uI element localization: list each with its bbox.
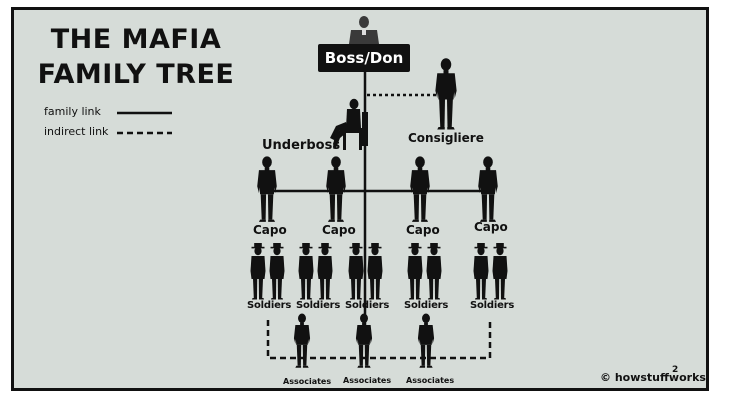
- capo-label-1: Capo: [253, 223, 287, 237]
- soldier-figures: [250, 243, 508, 300]
- capo-label-2: Capo: [322, 223, 356, 237]
- soldiers-label-5: Soldiers: [470, 300, 515, 311]
- underboss-figure: [330, 98, 368, 150]
- soldiers-label-1: Soldiers: [247, 300, 292, 311]
- legend-family-label: family link: [44, 105, 101, 118]
- soldiers-label-2: Soldiers: [296, 300, 341, 311]
- underboss-label: Underboss: [262, 138, 341, 153]
- credit-mark-icon: 2: [672, 365, 678, 375]
- title-line-2: FAMILY TREE: [37, 59, 235, 90]
- boss-node-box: [318, 44, 410, 72]
- capo-label-3: Capo: [406, 223, 440, 237]
- consigliere-label: Consigliere: [408, 131, 484, 145]
- soldiers-label-3: Soldiers: [345, 300, 390, 311]
- legend-indirect-label: indirect link: [44, 125, 109, 138]
- boss-figure: [349, 16, 379, 44]
- credit-label: © howstuffworks: [600, 371, 706, 384]
- associates-label-1: Associates: [283, 377, 332, 386]
- capo-label-4: Capo: [474, 220, 508, 234]
- associate-figures: [293, 313, 435, 368]
- title-line-1: THE MAFIA: [50, 24, 222, 55]
- associates-label-2: Associates: [343, 376, 392, 385]
- capo-figures: [257, 156, 498, 222]
- associates-label-3: Associates: [406, 376, 455, 385]
- boss-label: Boss/Don: [324, 49, 404, 67]
- diagram-title: THE MAFIA FAMILY TREE: [36, 22, 236, 92]
- soldiers-label-4: Soldiers: [404, 300, 449, 311]
- consigliere-figure: [435, 58, 457, 130]
